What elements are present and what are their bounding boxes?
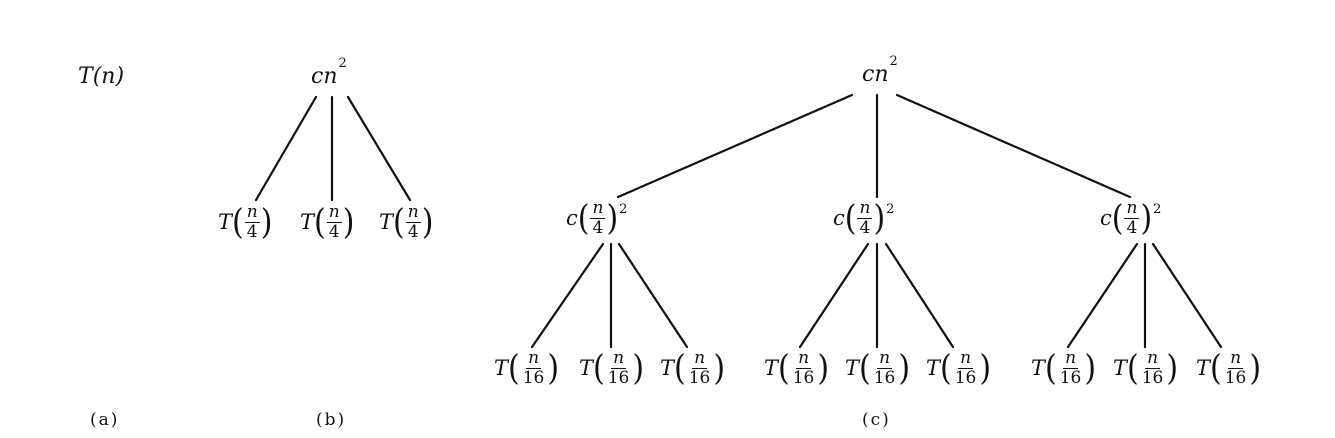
edge-b-right [346, 95, 412, 202]
edge-c-m1-right [617, 242, 689, 349]
function-symbol: T [660, 356, 675, 381]
coefficient: c [566, 206, 578, 231]
function-symbol: T [300, 210, 315, 235]
edge-c-m3-right [1151, 242, 1223, 349]
function-symbol: T [379, 210, 394, 235]
function-symbol: T [78, 64, 93, 89]
function-symbol: T [218, 210, 233, 235]
function-symbol: T [579, 356, 594, 381]
edge-c-root-right [895, 93, 1132, 199]
edge-c-root-left [616, 93, 854, 199]
root-exponent: 2 [338, 55, 347, 71]
coefficient: c [1100, 206, 1112, 231]
function-symbol: T [926, 356, 941, 381]
function-symbol: T [494, 356, 509, 381]
function-symbol: T [845, 356, 860, 381]
root-cost: cn [862, 62, 889, 87]
edge-c-m3-left [1066, 242, 1139, 349]
root-exponent: 2 [889, 53, 898, 69]
function-argument: (n) [92, 64, 125, 89]
edge-c-m1-left [530, 242, 605, 349]
edge-c-m2-left [798, 242, 870, 349]
edge-c-m2-right [884, 242, 955, 349]
function-symbol: T [764, 356, 779, 381]
edge-b-left [254, 95, 318, 202]
function-symbol: T [1113, 356, 1128, 381]
function-symbol: T [1196, 356, 1211, 381]
caption-a: (a) [90, 410, 120, 430]
exponent: 2 [619, 202, 628, 218]
exponent: 2 [886, 202, 895, 218]
function-symbol: T [1031, 356, 1046, 381]
root-cost: cn [311, 64, 338, 89]
exponent: 2 [1153, 202, 1162, 218]
coefficient: c [833, 206, 845, 231]
caption-b: (b) [316, 410, 347, 430]
node-a-root: T(n) [78, 66, 124, 88]
caption-c: (c) [862, 410, 891, 430]
